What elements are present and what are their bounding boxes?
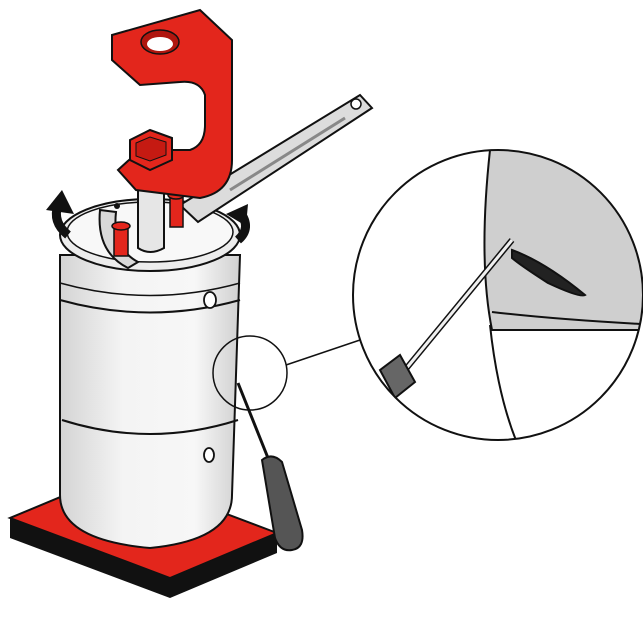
red-clamp-tool: [112, 10, 232, 198]
center-shaft: [138, 185, 164, 252]
magnifier-circle: [353, 150, 643, 450]
callout-leader-line: [286, 340, 360, 365]
